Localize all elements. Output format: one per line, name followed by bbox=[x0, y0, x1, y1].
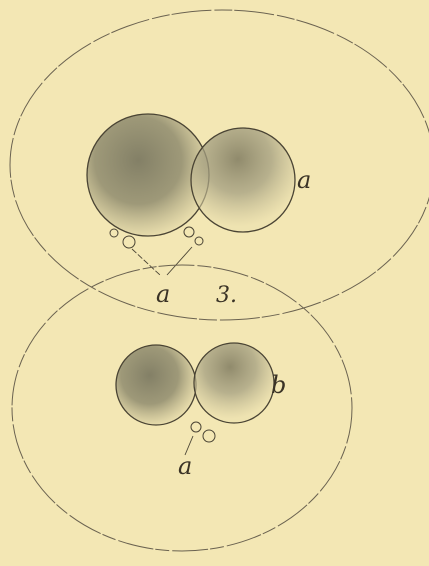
upper-polar-body bbox=[195, 237, 203, 245]
upper-pointer-label: a bbox=[156, 280, 170, 308]
upper-cell-label: a bbox=[297, 166, 311, 194]
lower-cell-label: b bbox=[271, 371, 286, 399]
figure-number: 3. bbox=[216, 283, 237, 308]
lower-right-blastomere bbox=[194, 343, 274, 423]
pointer-line bbox=[132, 249, 160, 275]
upper-right-blastomere bbox=[191, 128, 295, 232]
lower-pointer-label: a bbox=[178, 452, 192, 480]
pointer-line bbox=[167, 247, 192, 275]
upper-polar-body bbox=[110, 229, 118, 237]
lower-left-blastomere bbox=[116, 345, 196, 425]
upper-polar-body bbox=[123, 236, 135, 248]
lower-polar-body bbox=[191, 422, 201, 432]
upper-polar-body bbox=[184, 227, 194, 237]
lower-polar-body bbox=[203, 430, 215, 442]
